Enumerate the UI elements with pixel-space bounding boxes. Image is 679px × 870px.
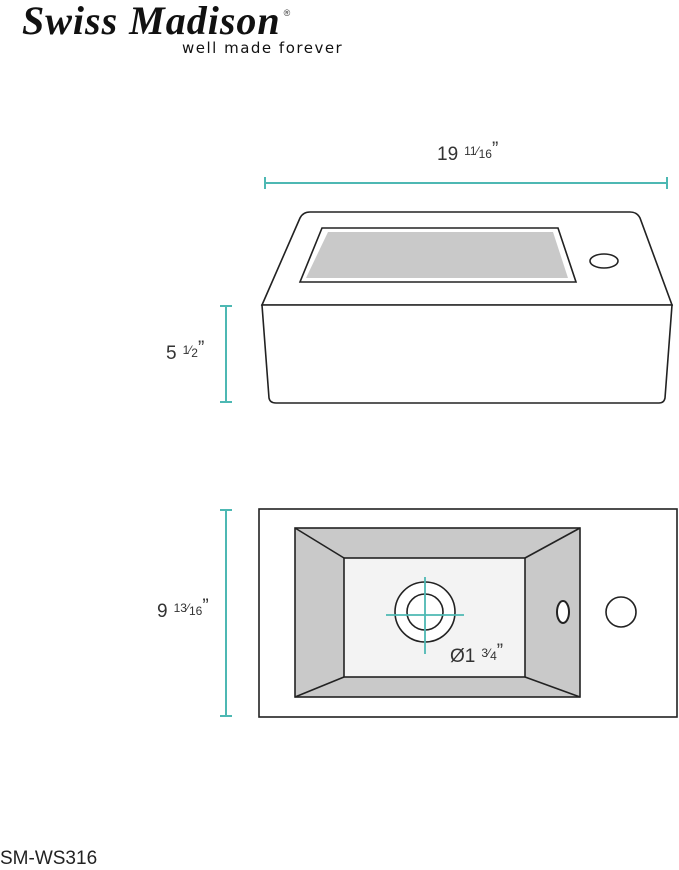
depth-dimension-line: [220, 509, 232, 717]
brand-logo: Swiss Madison ® well made forever: [22, 0, 344, 57]
brand-tagline: well made forever: [182, 39, 344, 57]
model-number: SM-WS316: [0, 848, 98, 869]
registered-mark: ®: [283, 8, 291, 18]
brand-logo-row: Swiss Madison ®: [22, 0, 343, 43]
height-dimension-line: [220, 305, 232, 403]
brand-name: Swiss Madison: [22, 0, 281, 43]
width-dimension-line: [264, 177, 668, 189]
sink-front-view: [260, 211, 674, 404]
sink-top-view: [258, 508, 678, 718]
drain-crosshair: [386, 577, 464, 654]
